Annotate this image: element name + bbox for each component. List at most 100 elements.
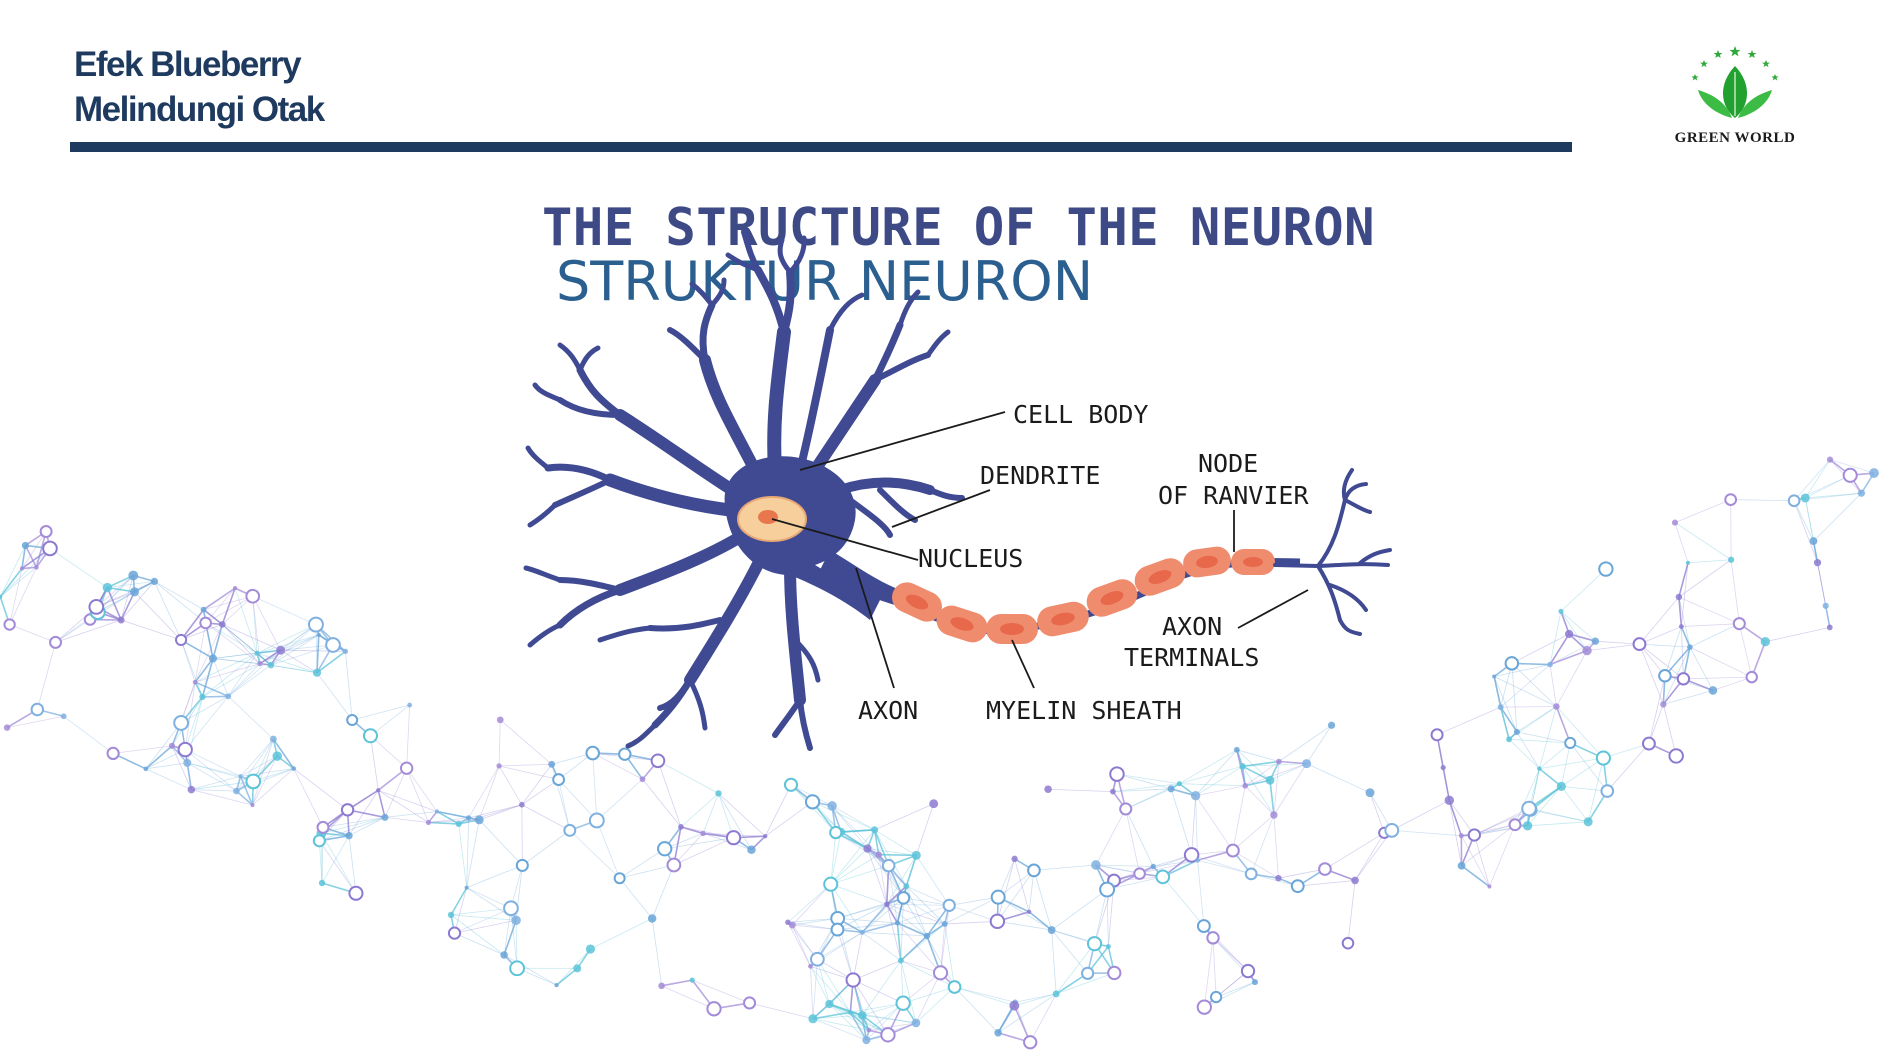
network-link [1460, 835, 1490, 887]
network-link [915, 803, 935, 856]
network-node [199, 693, 206, 701]
network-node [1240, 963, 1256, 979]
network-node [129, 587, 140, 597]
network-node [325, 637, 341, 653]
network-link [1112, 783, 1180, 793]
network-link [222, 624, 258, 654]
network-link [21, 545, 27, 569]
network-link [270, 644, 334, 666]
network-link [1125, 788, 1172, 810]
network-link [765, 801, 813, 837]
network-node [1026, 909, 1032, 915]
network-link [1139, 859, 1198, 875]
network-link [21, 566, 37, 570]
network-node [857, 1010, 867, 1020]
network-link [1106, 889, 1109, 947]
network-link [515, 920, 518, 969]
network-link [498, 765, 559, 780]
network-link [1555, 706, 1571, 744]
network-node [434, 809, 440, 814]
network-link [1813, 541, 1827, 606]
network-link [673, 837, 734, 866]
network-link [830, 854, 879, 885]
network-link [1568, 633, 1596, 642]
network-node [823, 876, 839, 892]
network-node [1787, 494, 1801, 508]
network-link [1204, 981, 1256, 1008]
network-node [618, 747, 632, 761]
network-link [187, 762, 237, 792]
network-link [886, 903, 950, 906]
network-node [1276, 758, 1282, 765]
network-link [812, 1018, 869, 1031]
network-link [348, 835, 357, 894]
network-node [989, 913, 1006, 930]
network-link [1538, 706, 1557, 769]
network-link [1125, 808, 1154, 867]
network-link [835, 832, 889, 866]
network-node [1196, 919, 1211, 933]
network-node [678, 824, 684, 830]
network-link [436, 810, 469, 819]
network-link [222, 624, 281, 651]
network-link [436, 810, 460, 825]
label-axon: AXON [858, 696, 918, 725]
network-link [9, 567, 37, 625]
network-link [522, 830, 571, 866]
network-link [830, 848, 868, 885]
network-node [225, 693, 232, 700]
network-link [592, 753, 598, 821]
network-node [1233, 746, 1240, 753]
network-link [1648, 704, 1664, 744]
network-node [1675, 593, 1683, 601]
network-link [236, 755, 278, 792]
network-link [180, 639, 203, 698]
network-link [184, 696, 203, 750]
network-link [345, 651, 353, 721]
network-link [1391, 799, 1450, 831]
network-link [239, 775, 254, 806]
network-link [1648, 675, 1666, 744]
network-link [201, 658, 214, 698]
network-node [942, 898, 956, 912]
network-link [897, 922, 928, 937]
network-link [619, 877, 653, 919]
network-link [787, 918, 838, 923]
network-link [812, 1011, 851, 1020]
network-link [521, 779, 559, 806]
network-link [478, 765, 500, 820]
network-link [145, 745, 173, 770]
network-node [1857, 489, 1866, 497]
network-node [1341, 936, 1355, 950]
network-link [1195, 765, 1243, 797]
network-link [558, 779, 571, 831]
network-nodes [0, 456, 1879, 1050]
network-node [1430, 728, 1444, 742]
network-node [808, 963, 813, 969]
network-link [1448, 800, 1475, 836]
network-link [718, 793, 734, 838]
network-node [88, 599, 105, 615]
network-link [180, 609, 205, 641]
network-node [173, 714, 190, 731]
network-link [256, 652, 318, 674]
network-link [1242, 763, 1307, 767]
network-link [503, 919, 517, 956]
network-link [222, 624, 272, 666]
network-link [867, 848, 904, 899]
network-link [1508, 739, 1540, 769]
network-link [0, 548, 51, 598]
network-link [1179, 749, 1238, 785]
network-link [949, 904, 998, 922]
network-link [1179, 783, 1246, 787]
network-link [1162, 876, 1205, 927]
network-link [897, 922, 941, 974]
network-link [227, 653, 258, 697]
network-link [1094, 889, 1108, 944]
network-link [791, 924, 811, 967]
network-node [407, 702, 413, 708]
network-link [348, 817, 386, 837]
network-node [1440, 764, 1446, 771]
network-link [450, 887, 468, 916]
network-link [642, 778, 682, 828]
